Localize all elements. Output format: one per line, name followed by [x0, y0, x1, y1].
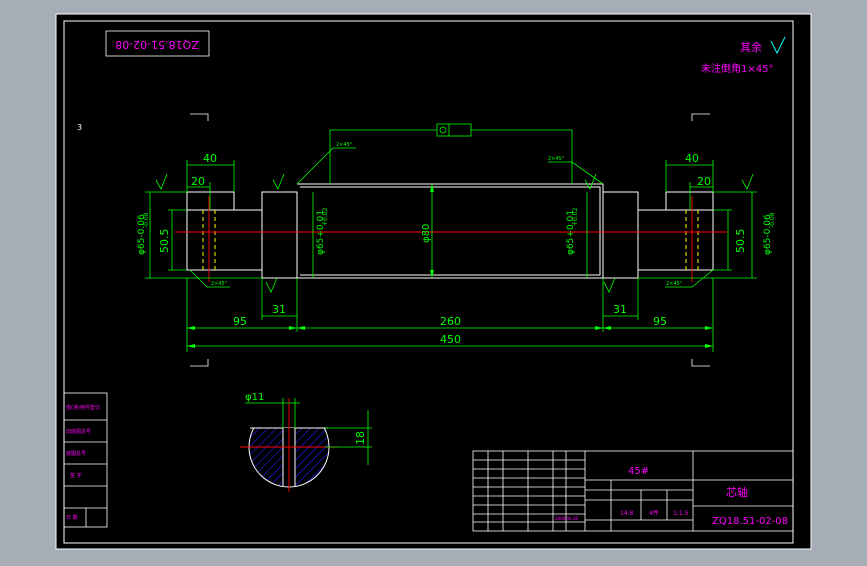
dim-inner-left: φ65+0.01 — [316, 210, 326, 255]
section-markers — [190, 113, 710, 367]
title-scale: 1:1.5 — [673, 510, 689, 517]
dim-inner-right: φ65+0.01 — [566, 210, 576, 255]
dim-h-left: 50.5 — [158, 229, 171, 254]
dim-left-40: 40 — [203, 152, 217, 165]
outer-border — [55, 13, 812, 550]
drawing-number-flipped: ZQ18.51-02-08 — [115, 38, 199, 51]
chamfer-tag-3: 2×45° — [211, 281, 228, 287]
drawing-sheet — [56, 14, 811, 549]
vertical-dim-texts: φ65-0.06 -0.08 50.5 φ65+0.01 +0.02 φ80 φ… — [137, 207, 776, 255]
title-part-name: 芯轴 — [726, 485, 748, 499]
section-view: φ11 18 — [240, 392, 372, 492]
dim-inner-right-sub: +0.02 — [572, 207, 579, 226]
left-records-table: 借(通)用件登记 旧底图总号 底图总号 签 字 日 期 — [63, 392, 108, 528]
chamfer-tag-1: 2×45° — [336, 142, 353, 148]
dimension-texts: 40 20 40 20 95 31 260 31 95 450 — [191, 152, 711, 346]
title-drawing-number: ZQ18.51-02-08 — [712, 516, 788, 527]
dim-d-left-sub: -0.08 — [143, 212, 150, 228]
keyway-dim-18: 18 — [354, 431, 367, 445]
runout-frame — [436, 123, 472, 137]
title-material: 45# — [628, 466, 649, 477]
roughness-symbols — [155, 173, 754, 293]
keyway-dim-d11: φ11 — [245, 392, 264, 403]
chamfer-labels: 2×45° 2×45° 2×45° 2×45° — [211, 142, 683, 287]
chamfer-note: 未注倒角1×45° — [701, 62, 773, 75]
title-weight: 14.8 — [620, 510, 634, 517]
left-table-row-3: 底图总号 — [66, 450, 86, 457]
chamfer-tag-4: 2×45° — [666, 281, 683, 287]
dim-seg-95-left: 95 — [233, 315, 247, 328]
left-table-row-1: 借(通)用件登记 — [66, 404, 100, 411]
left-table-row-5: 日 期 — [66, 515, 78, 521]
chamfer-tag-2: 2×45° — [548, 156, 565, 162]
dim-seg-95-right: 95 — [653, 315, 667, 328]
dim-d-right: φ65-0.06 — [763, 214, 773, 255]
dim-seg-31-right: 31 — [613, 303, 627, 316]
dim-seg-31-left: 31 — [272, 303, 286, 316]
surface-note: 其余 — [740, 40, 762, 54]
dimension-arrows — [187, 184, 713, 348]
left-table-row-2: 旧底图总号 — [66, 428, 91, 435]
title-sheet: 4件 — [649, 509, 659, 517]
dim-seg-260: 260 — [440, 315, 461, 328]
left-table-row-4: 签 字 — [70, 472, 82, 479]
dim-d-left: φ65-0.06 — [137, 214, 147, 255]
dim-h-right: 50.5 — [734, 229, 747, 254]
surface-finish-icon — [770, 36, 786, 55]
dim-right-40: 40 — [685, 152, 699, 165]
sheet-index: 3 — [77, 123, 82, 132]
runout-symbol — [439, 126, 447, 134]
dim-center-d80: φ80 — [421, 224, 432, 243]
dim-left-20: 20 — [191, 175, 205, 188]
shaft-outline — [186, 183, 714, 279]
dim-right-20: 20 — [697, 175, 711, 188]
dim-overall-450: 450 — [440, 333, 461, 346]
dim-d-right-sub: -0.08 — [769, 212, 776, 228]
title-date: 2008.04.28 — [555, 516, 578, 521]
inner-frame — [63, 20, 794, 544]
drawing-number-box — [105, 30, 210, 57]
title-block — [472, 450, 794, 532]
dimension-lines — [145, 129, 757, 352]
dim-inner-left-sub: +0.02 — [322, 207, 329, 226]
hidden-lines — [202, 210, 699, 270]
